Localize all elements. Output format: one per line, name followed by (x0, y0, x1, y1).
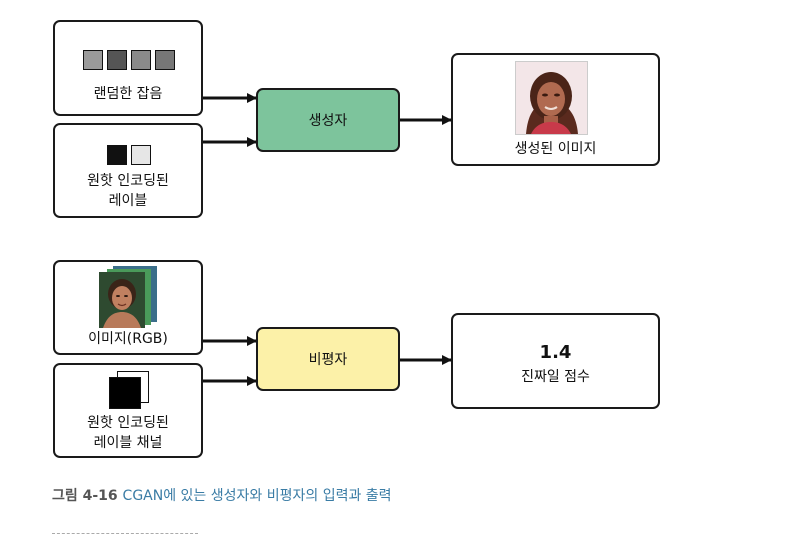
channel-square-front (109, 377, 141, 409)
label-channel-stack (109, 371, 151, 411)
caption-title: CGAN에 있는 생성자와 비평자의 입력과 출력 (122, 488, 392, 504)
label-channel-box: 원핫 인코딩된 레이블 채널 (53, 363, 203, 458)
noise-input-box: 랜덤한 잡음 (53, 20, 203, 116)
generated-image-label: 생성된 이미지 (514, 141, 597, 157)
onehot-label-line2: 레이블 (108, 193, 148, 209)
label-channel-line1: 원핫 인코딩된 (87, 415, 169, 431)
noise-square-4 (155, 50, 175, 70)
caption-divider (52, 533, 198, 534)
onehot-label-box: 원핫 인코딩된 레이블 (53, 123, 203, 218)
figure-caption: 그림 4-16 CGAN에 있는 생성자와 비평자의 입력과 출력 (52, 485, 392, 505)
rgb-image-stack (99, 266, 161, 328)
discriminator-box: 비평자 (256, 327, 400, 391)
onehot-label-line1: 원핫 인코딩된 (87, 173, 169, 189)
generator-label: 생성자 (308, 113, 348, 129)
noise-square-2 (107, 50, 127, 70)
score-value: 1.4 (539, 342, 572, 363)
caption-prefix: 그림 4-16 (52, 488, 118, 504)
noise-square-3 (131, 50, 151, 70)
rgb-face-image (99, 272, 145, 328)
score-label: 진짜일 점수 (521, 369, 590, 385)
onehot-square-2 (131, 145, 151, 165)
image-rgb-label: 이미지(RGB) (88, 331, 168, 347)
noise-label: 랜덤한 잡음 (93, 86, 163, 102)
onehot-squares (107, 145, 153, 165)
score-output-box: 1.4 진짜일 점수 (451, 313, 660, 409)
label-channel-line2: 레이블 채널 (93, 435, 163, 451)
generator-box: 생성자 (256, 88, 400, 152)
image-input-box: 이미지(RGB) (53, 260, 203, 355)
onehot-square-1 (107, 145, 127, 165)
discriminator-label: 비평자 (308, 352, 348, 368)
generated-image-box: 생성된 이미지 (451, 53, 660, 166)
generated-face-image (515, 61, 588, 135)
noise-square-1 (83, 50, 103, 70)
noise-squares (83, 50, 177, 70)
